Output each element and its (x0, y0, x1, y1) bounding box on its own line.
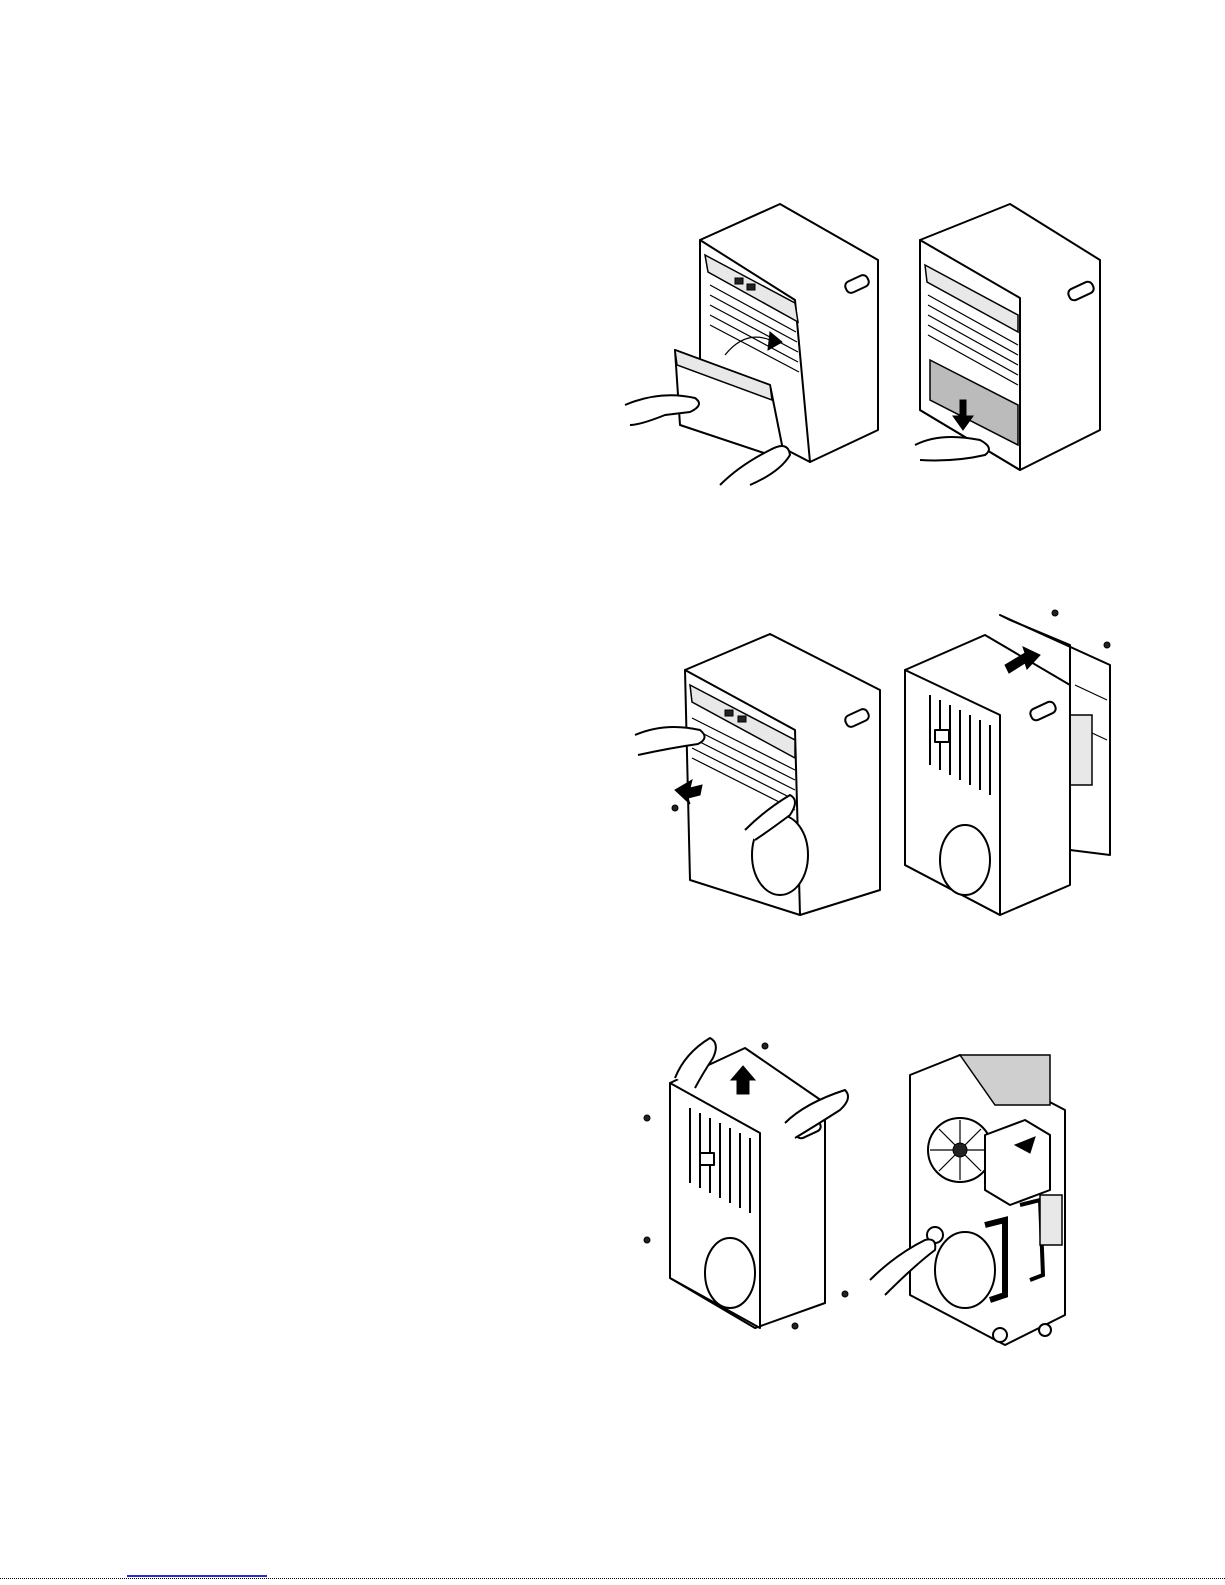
water-bucket-removal-illustration (620, 200, 890, 490)
front-grille-removal-illustration (630, 630, 890, 920)
internal-components-illustration (865, 1045, 1085, 1350)
footer-divider (0, 1578, 1225, 1579)
bucket-guard-removal-illustration (910, 200, 1110, 490)
cabinet-lift-off-illustration (635, 1018, 865, 1333)
footer-link-underline[interactable] (127, 1575, 267, 1577)
rear-panel-removal-illustration (895, 605, 1120, 920)
